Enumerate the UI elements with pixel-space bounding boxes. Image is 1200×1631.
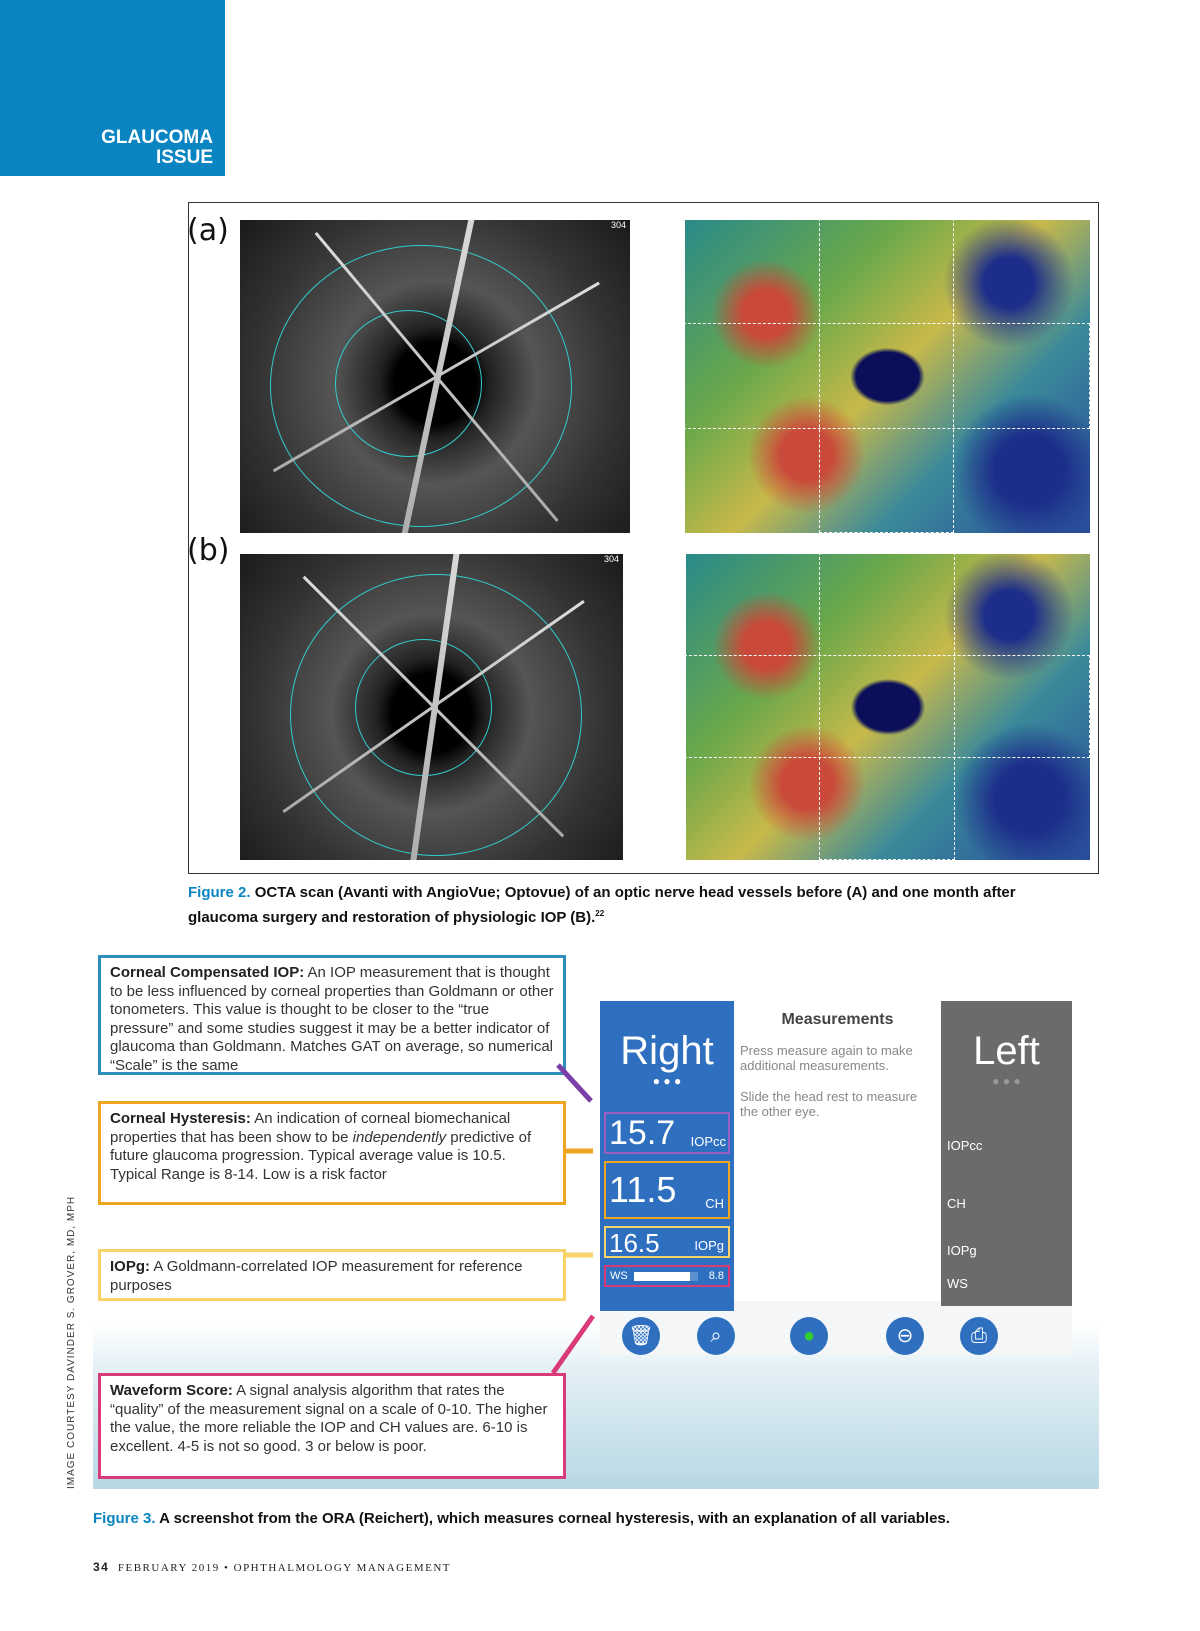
section-tab-line1: GLAUCOMA <box>101 127 213 148</box>
box-text: A signal analysis algorithm that rates t… <box>110 1382 548 1455</box>
arrow-ws <box>550 1314 596 1375</box>
ora-device-screen: Right ● ● ● 15.7 IOPcc 11.5 CH 16.5 IOPg… <box>600 1001 1072 1355</box>
right-eye-column: Right ● ● ● 15.7 IOPcc 11.5 CH 16.5 IOPg… <box>600 1001 734 1311</box>
box-text: An IOP measurement that is thought to be… <box>110 964 554 1074</box>
panel-label-b: (b) <box>187 533 230 568</box>
footer: 34 FEBRUARY 2019 • OPHTHALMOLOGY MANAGEM… <box>93 1560 451 1574</box>
box-text: An indication of corneal biomechanical p… <box>110 1110 511 1146</box>
message-1: Press measure again to make additional m… <box>740 1043 913 1073</box>
unit: CH <box>705 1196 724 1211</box>
search-waveform-icon[interactable]: ⌕ <box>697 1317 735 1355</box>
box-title: Corneal Compensated IOP: <box>110 964 305 981</box>
info-box-iopg: IOPg: A Goldmann-correlated IOP measurem… <box>98 1249 566 1301</box>
octa-image-b-heatmap <box>684 552 1090 860</box>
eye-icons: ● ● ● <box>992 1074 1021 1088</box>
unit: IOPg <box>694 1238 724 1253</box>
value: 11.5 <box>609 1169 677 1210</box>
measurements-panel: Measurements Press measure again to make… <box>734 1001 941 1301</box>
ws-label: WS <box>610 1270 628 1282</box>
measure-target-icon[interactable]: ● <box>790 1317 828 1355</box>
box-title: Corneal Hysteresis: <box>110 1110 251 1127</box>
figure-2: (a) (b) 304 304 <box>187 202 1099 874</box>
unit: IOPcc <box>690 1134 726 1149</box>
left-eye-column: Left ● ● ● IOPcc CH IOPg WS <box>941 1001 1072 1306</box>
page-number: 34 <box>93 1560 110 1574</box>
scale-mark: 304 <box>610 220 626 230</box>
left-eye-label: Left <box>973 1029 1040 1073</box>
caption-ref: 22 <box>595 909 605 918</box>
left-unit: IOPg <box>947 1243 977 1258</box>
box-text: predictive of future glaucoma progressio… <box>110 1128 532 1183</box>
octa-image-a-grayscale: 304 <box>240 220 630 533</box>
octa-image-b-grayscale: 304 <box>240 554 623 860</box>
iopg-value: 16.5 IOPg <box>604 1226 730 1258</box>
align-target-icon[interactable]: ⊖ <box>886 1317 924 1355</box>
scale-mark: 304 <box>603 554 619 564</box>
figure-2-caption: Figure 2. OCTA scan (Avanti with AngioVu… <box>188 882 1068 928</box>
figure-3-caption: Figure 3. A screenshot from the ORA (Rei… <box>93 1508 950 1529</box>
ws-bar <box>634 1272 698 1281</box>
message-2: Slide the head rest to measure the other… <box>740 1089 918 1119</box>
arrow-iopcc <box>556 1063 593 1103</box>
value: 15.7 <box>609 1114 676 1152</box>
box-title: IOPg: <box>110 1258 150 1275</box>
eye-icons: ● ● ● <box>652 1074 682 1088</box>
footer-text: FEBRUARY 2019 • OPHTHALMOLOGY MANAGEMENT <box>117 1562 452 1574</box>
pointer-arrows <box>550 1063 596 1375</box>
left-unit: CH <box>947 1196 966 1211</box>
section-tab-line2: ISSUE <box>155 147 213 168</box>
ws-number: 8.8 <box>708 1270 724 1282</box>
image-credit: IMAGE COURTESY DAVINDER S. GROVER, MD, M… <box>66 1195 77 1489</box>
right-eye-label: Right <box>620 1029 714 1073</box>
measurements-title: Measurements <box>781 1011 894 1028</box>
box-italic: independently <box>352 1128 447 1146</box>
octa-image-a-heatmap <box>683 218 1090 533</box>
caption-text: A screenshot from the ORA (Reichert), wh… <box>159 1510 950 1527</box>
caption-text: OCTA scan (Avanti with AngioVue; Optovue… <box>188 884 1016 926</box>
left-unit: IOPcc <box>947 1138 983 1153</box>
value: 16.5 <box>609 1228 660 1258</box>
caption-label: Figure 3. <box>93 1510 156 1527</box>
info-box-ch: Corneal Hysteresis: An indication of cor… <box>98 1101 566 1205</box>
left-unit: WS <box>947 1276 968 1291</box>
info-box-ws: Waveform Score: A signal analysis algori… <box>98 1373 566 1479</box>
ws-value: WS 8.8 <box>604 1265 730 1287</box>
trash-icon[interactable]: 🗑 <box>622 1317 660 1355</box>
panel-label-a: (a) <box>187 213 229 248</box>
iopcc-value: 15.7 IOPcc <box>604 1112 730 1154</box>
info-box-iopcc: Corneal Compensated IOP: An IOP measurem… <box>98 955 566 1075</box>
print-icon[interactable]: ⎙ <box>960 1317 998 1355</box>
box-title: Waveform Score: <box>110 1382 233 1399</box>
caption-label: Figure 2. <box>188 884 251 901</box>
section-tab: GLAUCOMA ISSUE <box>0 0 225 176</box>
ch-value: 11.5 CH <box>604 1161 730 1219</box>
box-text: A Goldmann-correlated IOP measurement fo… <box>110 1258 523 1294</box>
